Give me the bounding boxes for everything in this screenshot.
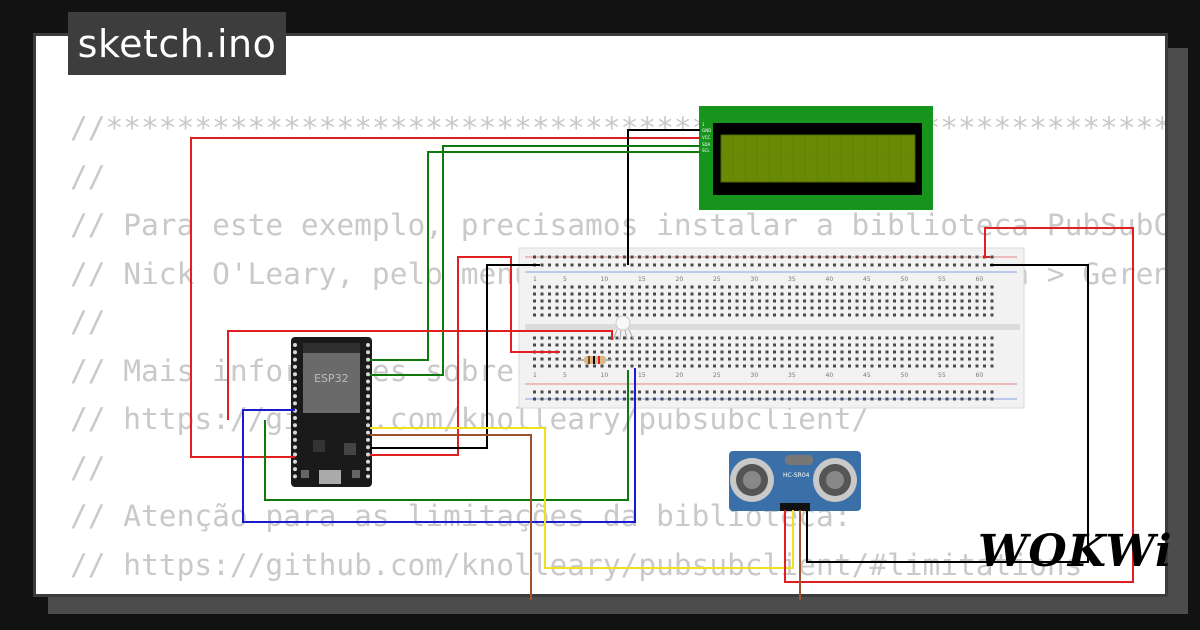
file-tab[interactable]: sketch.ino: [68, 12, 286, 75]
code-line: //: [70, 159, 106, 194]
wire-blue-led: [242, 368, 636, 523]
breadboard-number: 50: [901, 372, 909, 379]
breadboard-number: 15: [638, 372, 646, 379]
breadboard-number: 45: [863, 276, 871, 283]
ultrasonic-sensor[interactable]: HC-SR04: [729, 451, 861, 511]
wire-red-led: [227, 330, 613, 420]
breadboard-column-numbers: 1155101015152020252530303535404045455050…: [533, 276, 983, 379]
breadboard-number: 30: [751, 276, 759, 283]
breadboard-number: 20: [676, 372, 684, 379]
code-line: // https://github.com/knolleary/pubsubcl…: [70, 547, 1083, 582]
esp32-board[interactable]: ESP32: [291, 337, 372, 487]
lcd-pin-label: VCC: [702, 135, 711, 140]
wire-yellow-trig: [370, 427, 794, 569]
wire-green-sda: [370, 145, 700, 376]
wires: [190, 129, 1134, 600]
wire-green-scl: [370, 151, 700, 361]
breadboard-number: 30: [751, 372, 759, 379]
lcd-pin-label: SCL: [702, 148, 710, 153]
breadboard-number: 25: [713, 276, 721, 283]
code-line: //: [70, 450, 106, 485]
breadboard-number: 20: [676, 276, 684, 283]
breadboard[interactable]: 1155101015152020252530303535404045455050…: [518, 247, 1025, 409]
breadboard-number: 40: [826, 276, 834, 283]
breadboard-number: 5: [563, 372, 567, 379]
lcd-pin-label: GND: [702, 128, 711, 133]
breadboard-number: 15: [638, 276, 646, 283]
rgb-led[interactable]: [612, 315, 635, 341]
breadboard-number: 10: [601, 372, 609, 379]
breadboard-holes: [533, 255, 994, 401]
breadboard-number: 55: [938, 276, 946, 283]
code-editor: //**************************************…: [70, 104, 1168, 594]
resistor[interactable]: [576, 356, 612, 364]
breadboard-number: 60: [976, 372, 984, 379]
code-line: // Para este exemplo, precisamos instala…: [70, 208, 1165, 242]
wire-brown-echo: [370, 434, 532, 600]
breadboard-number: 60: [976, 276, 984, 283]
wire-black-bb: [370, 264, 540, 449]
breadboard-number: 1: [533, 372, 537, 379]
esp32-pins: [293, 343, 370, 479]
breadboard-number: 50: [901, 276, 909, 283]
breadboard-number: 5: [563, 276, 567, 283]
breadboard-number: 25: [713, 372, 721, 379]
wokwi-logo: WOKWi: [978, 526, 1173, 577]
wire-red-sensor-vcc: [784, 227, 1134, 583]
breadboard-number: 10: [601, 276, 609, 283]
esp32-label: ESP32: [314, 372, 349, 385]
wire-black-gnd-lcd: [627, 129, 700, 265]
wire-black-sensor-gnd: [806, 264, 1089, 563]
wire-red-bb: [370, 256, 560, 456]
breadboard-number: 40: [826, 372, 834, 379]
code-line: //**************************************…: [70, 111, 1168, 145]
breadboard-number: 45: [863, 372, 871, 379]
breadboard-number: 1: [533, 276, 537, 283]
lcd-display[interactable]: 1 SCL SDA VCC GND: [699, 106, 933, 210]
breadboard-number: 35: [788, 372, 796, 379]
code-line: //: [70, 305, 106, 339]
lcd-pin-label: 1: [702, 122, 705, 127]
sensor-label: HC-SR04: [783, 472, 810, 479]
wire-green-led: [264, 370, 629, 501]
breadboard-number: 55: [938, 372, 946, 379]
lcd-pin-label: SDA: [702, 142, 711, 147]
breadboard-number: 35: [788, 276, 796, 283]
